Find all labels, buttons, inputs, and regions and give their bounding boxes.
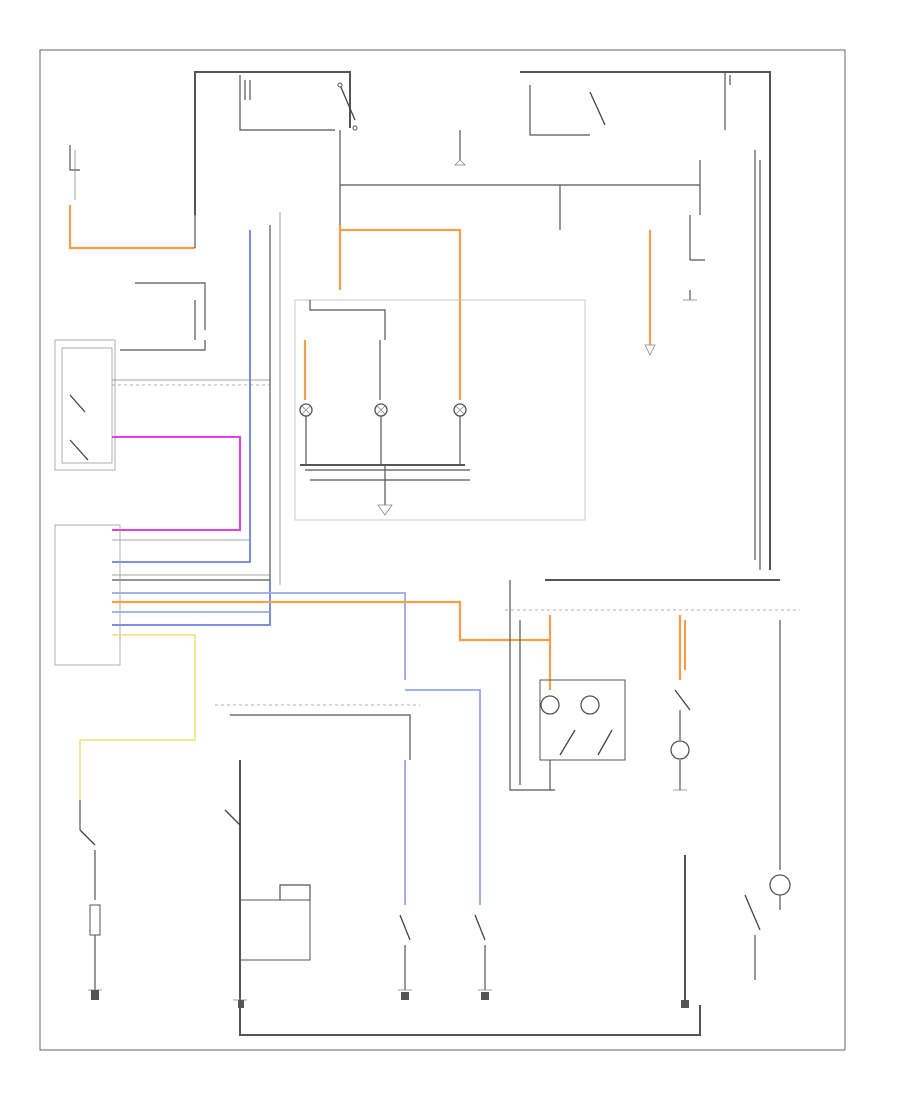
top-switch-group [194,71,771,570]
lower-section [215,689,791,1036]
dome-lamp-block [539,679,626,790]
connector-block [54,524,550,800]
vertical-wires [112,212,281,626]
relay-box [54,339,270,531]
glove-lamp [670,689,691,791]
right-bus [505,579,800,870]
diagram-border [39,49,846,1051]
center-lamp-group [294,299,586,521]
left-lower [79,800,102,991]
ground-symbols [91,990,689,1008]
left-top-group [68,145,206,351]
